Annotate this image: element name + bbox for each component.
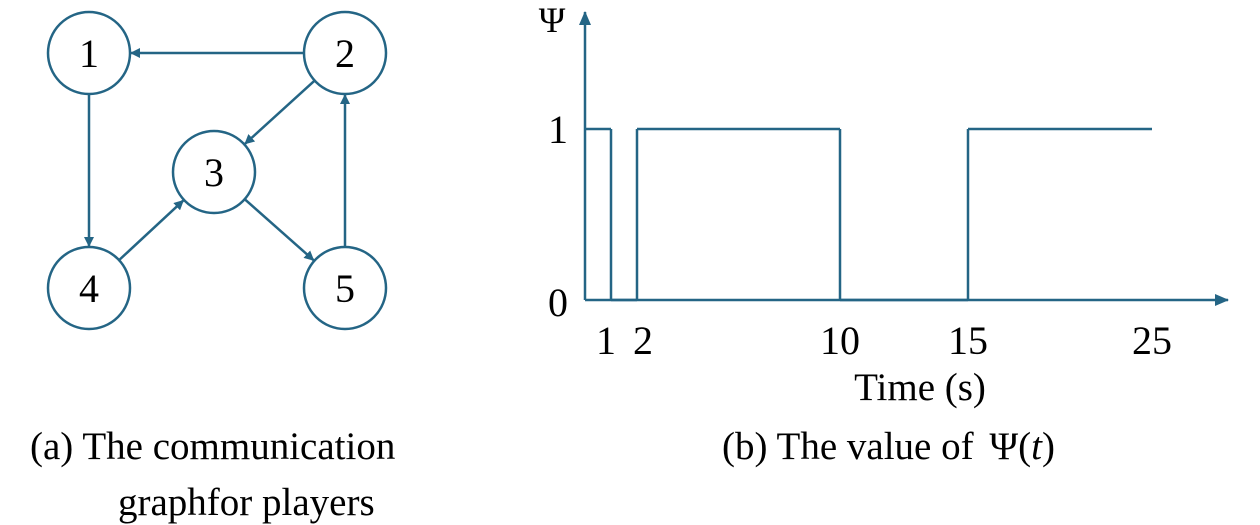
- edge-4-to-3: [118, 199, 185, 262]
- edge-2-to-3: [244, 79, 316, 145]
- caption-a-line1: (a) The communication: [30, 425, 396, 468]
- node-label-1: 1: [79, 31, 99, 76]
- x-tick-1: 1: [596, 318, 616, 363]
- x-axis-label: Time (s): [854, 366, 986, 409]
- node-label-3: 3: [204, 150, 224, 195]
- caption-b-symbol: Ψ(: [989, 425, 1032, 468]
- caption-a-line2: graphfor players: [118, 481, 375, 524]
- node-4: [46, 245, 132, 331]
- x-tick-15: 15: [948, 318, 988, 363]
- caption-b-close: ): [1041, 425, 1055, 468]
- node-3: [171, 129, 257, 215]
- x-tick-10: 10: [820, 318, 860, 363]
- edge-3-to-5: [243, 198, 315, 262]
- x-tick-2: 2: [633, 318, 653, 363]
- node-label-4: 4: [79, 266, 99, 311]
- node-label-5: 5: [335, 266, 355, 311]
- caption-b: (b) The value of Ψ(t): [722, 425, 1055, 469]
- communication-graph: 1 2 3 4 5: [46, 10, 388, 331]
- x-tick-25: 25: [1132, 318, 1172, 363]
- y-tick-1: 1: [548, 107, 568, 152]
- node-2: [302, 10, 388, 96]
- y-tick-0: 0: [548, 280, 568, 325]
- caption-a: (a) The communication graphfor players: [30, 425, 395, 525]
- caption-b-var: t: [1031, 425, 1042, 468]
- node-1: [46, 10, 132, 96]
- y-axis-label: Ψ: [539, 0, 566, 40]
- caption-b-prefix: (b) The value of: [722, 425, 984, 468]
- node-label-2: 2: [335, 31, 355, 76]
- node-5: [302, 245, 388, 331]
